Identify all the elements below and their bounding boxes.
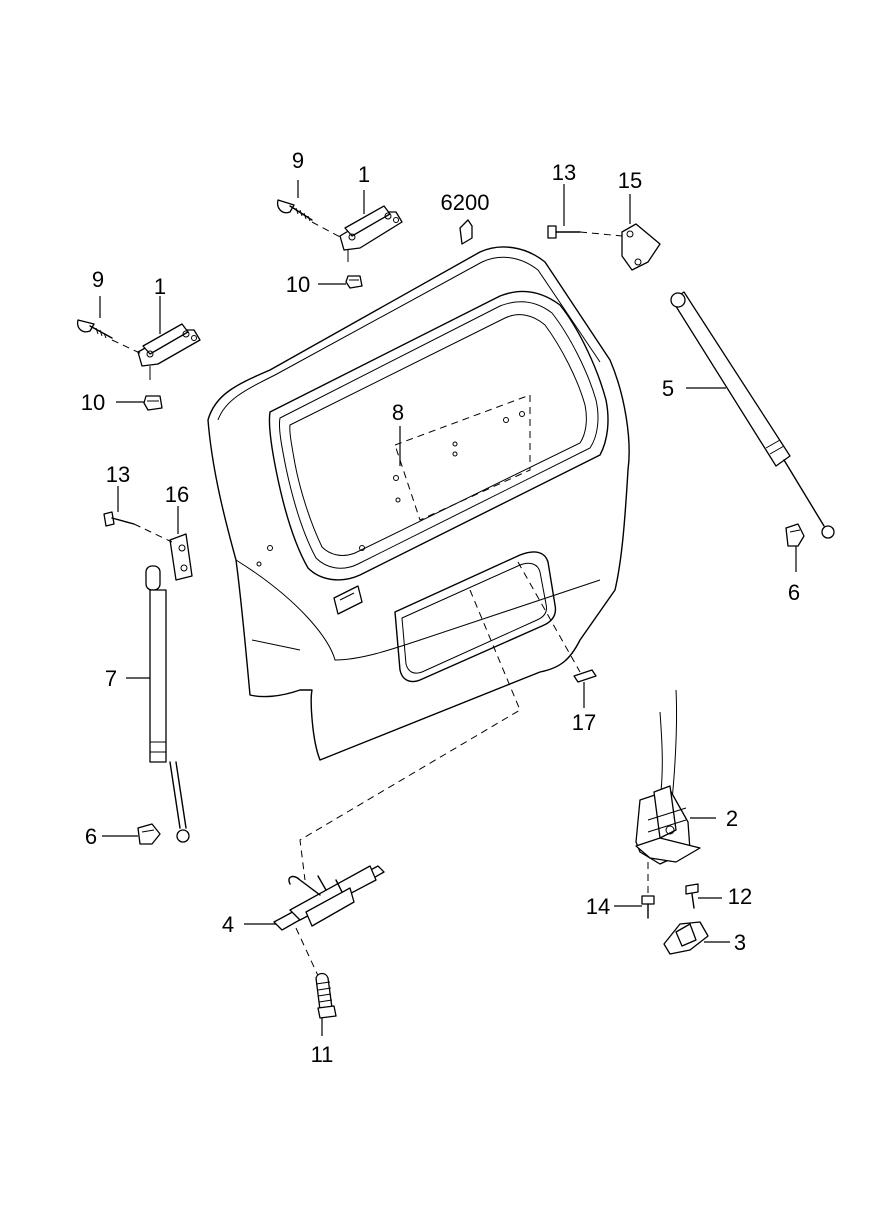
callout-10-upper: 10 bbox=[286, 272, 310, 297]
callout-7: 7 bbox=[105, 666, 117, 691]
callout-9-lower: 9 bbox=[92, 267, 104, 292]
license-recess bbox=[333, 551, 557, 683]
bolt-13-upper bbox=[547, 225, 581, 239]
callout-4: 4 bbox=[222, 912, 234, 937]
callout-16: 16 bbox=[165, 482, 189, 507]
callout-12: 12 bbox=[728, 884, 752, 909]
callout-15: 15 bbox=[618, 168, 642, 193]
guide-13-upper bbox=[579, 231, 623, 237]
callout-2: 2 bbox=[726, 806, 738, 831]
tailgate-handle bbox=[273, 865, 385, 931]
clip-17 bbox=[573, 669, 597, 683]
nut-10-lower bbox=[143, 395, 163, 411]
ball-stud-6-right bbox=[785, 523, 805, 547]
guide-11 bbox=[295, 927, 321, 981]
hinge-lower bbox=[137, 323, 201, 380]
bolt-9-lower bbox=[76, 319, 113, 339]
guide-13-lower bbox=[133, 523, 173, 543]
bolt-9-upper bbox=[276, 199, 313, 222]
bracket-15 bbox=[621, 223, 661, 271]
handle-guide-line bbox=[299, 589, 521, 881]
callout-10-lower: 10 bbox=[81, 390, 105, 415]
nut-10-upper bbox=[345, 275, 363, 289]
callouts: 9 1 10 6200 13 15 9 1 10 5 8 13 16 6 7 1… bbox=[81, 148, 800, 1067]
callout-8: 8 bbox=[392, 400, 404, 425]
callout-6-left: 6 bbox=[85, 824, 97, 849]
gas-strut-left bbox=[145, 565, 190, 843]
bracket-16 bbox=[169, 533, 193, 581]
ball-stud-6-left bbox=[137, 823, 161, 845]
callout-11: 11 bbox=[311, 1042, 334, 1067]
callout-3: 3 bbox=[734, 930, 746, 955]
callout-1-upper: 1 bbox=[358, 162, 370, 187]
latch-assembly bbox=[635, 689, 701, 865]
callout-17: 17 bbox=[572, 710, 596, 735]
callout-1-lower: 1 bbox=[154, 274, 166, 299]
callout-14: 14 bbox=[586, 894, 610, 919]
callout-6200: 6200 bbox=[441, 190, 490, 215]
guide-9-upper bbox=[311, 221, 343, 239]
callout-9-upper: 9 bbox=[292, 148, 304, 173]
part-6200 bbox=[459, 219, 473, 245]
guide-9-lower bbox=[111, 339, 143, 355]
tailgate-panel bbox=[207, 246, 630, 761]
callout-13-upper: 13 bbox=[552, 160, 576, 185]
clip-guide-line bbox=[517, 561, 581, 673]
bolt-14 bbox=[641, 895, 655, 919]
leader-lines bbox=[99, 180, 797, 1036]
screw-11 bbox=[315, 972, 337, 1019]
hinge-upper bbox=[339, 205, 403, 262]
callout-6-right: 6 bbox=[788, 580, 800, 605]
bolt-13-lower bbox=[103, 511, 135, 527]
striker-3 bbox=[663, 921, 709, 955]
callout-13-lower: 13 bbox=[106, 462, 130, 487]
bolt-12 bbox=[685, 883, 699, 909]
rear-glass bbox=[256, 290, 609, 581]
callout-5: 5 bbox=[662, 376, 674, 401]
gas-strut-right bbox=[670, 291, 835, 539]
